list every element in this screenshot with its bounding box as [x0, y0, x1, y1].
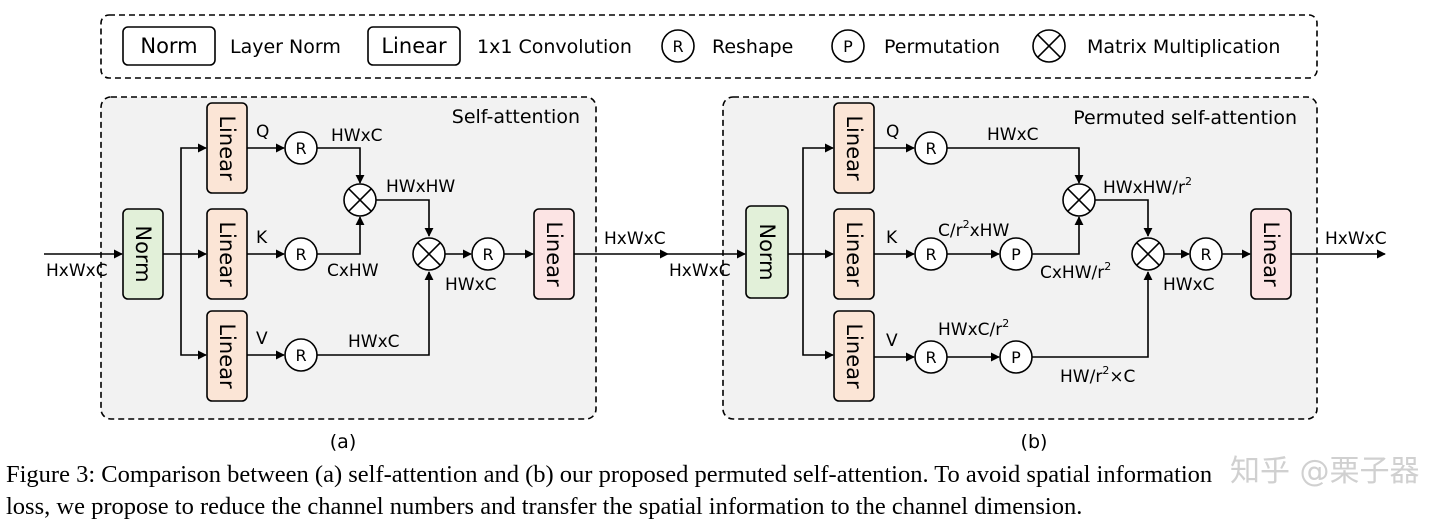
- panel-b-input-label: HxWxC: [669, 261, 731, 281]
- legend-reshape-desc: Reshape: [712, 36, 793, 58]
- panel-b-attn-shape: HWxHW/r2: [1103, 175, 1192, 198]
- panel-a-k-shape: CxHW: [327, 261, 379, 281]
- svg-text:R: R: [672, 37, 683, 56]
- panel-b-v-perm-shape: HW/r2×C: [1060, 364, 1135, 387]
- svg-text:Norm: Norm: [131, 225, 155, 282]
- panel-a-v-shape: HWxC: [348, 332, 400, 352]
- legend-permutation-icon: [831, 29, 865, 63]
- caption-line-2: loss, we propose to reduce the channel n…: [6, 493, 1083, 520]
- panel-b-q-shape: HWxC: [987, 125, 1039, 145]
- legend-linear-label: Linear: [381, 34, 447, 58]
- svg-text:Linear: Linear: [215, 323, 239, 389]
- legend-norm-label: Norm: [140, 34, 197, 58]
- svg-text:P: P: [1011, 348, 1021, 367]
- legend: Norm Layer Norm Linear 1x1 Convolution R…: [100, 14, 1318, 79]
- panel-b-matmul-qk: [1062, 183, 1096, 217]
- panel-a-k-label: K: [256, 228, 268, 248]
- panel-a-out-shape: HWxC: [445, 275, 497, 295]
- panel-b-sublabel: (b): [1021, 431, 1048, 453]
- legend-reshape-icon: [661, 29, 695, 63]
- panel-self-attention: Self-attention HxWxC Norm Linear Linear …: [44, 96, 669, 453]
- panel-b-title: Permuted self-attention: [1073, 107, 1297, 129]
- svg-text:Linear: Linear: [215, 221, 239, 287]
- panel-b-output-label: HxWxC: [1325, 229, 1387, 249]
- svg-text:R: R: [295, 139, 306, 158]
- panel-b-out-shape: HWxC: [1163, 275, 1215, 295]
- svg-text:Linear: Linear: [842, 221, 866, 287]
- panel-permuted-self-attention: Permuted self-attention HxWxC Norm Linea…: [668, 96, 1387, 453]
- svg-text:R: R: [482, 245, 493, 264]
- svg-text:Linear: Linear: [542, 221, 566, 287]
- svg-text:Norm: Norm: [755, 223, 779, 280]
- svg-text:P: P: [1011, 245, 1021, 264]
- svg-text:Linear: Linear: [215, 115, 239, 181]
- svg-text:P: P: [843, 37, 853, 56]
- panel-a-attn-shape: HWxHW: [386, 177, 455, 197]
- panel-a-input-label: HxWxC: [46, 261, 108, 281]
- panel-b-k-label: K: [886, 228, 898, 248]
- panel-a-matmul-qk: [343, 183, 377, 217]
- panel-a-matmul-av: [412, 237, 446, 271]
- panel-a-output-label: HxWxC: [604, 229, 666, 249]
- svg-text:Linear: Linear: [842, 115, 866, 181]
- panel-a-sublabel: (a): [330, 431, 356, 453]
- panel-b-k-perm-shape: CxHW/r2: [1040, 260, 1111, 283]
- panel-b-norm-box: [745, 205, 789, 299]
- legend-permutation-desc: Permutation: [884, 36, 1000, 58]
- panel-a-v-label: V: [256, 329, 268, 349]
- legend-matmul-desc: Matrix Multiplication: [1087, 36, 1280, 58]
- svg-text:R: R: [295, 245, 306, 264]
- svg-text:R: R: [925, 245, 936, 264]
- panel-b-k-shape: C/r2xHW: [938, 218, 1009, 241]
- panel-b-v-shape: HWxC/r2: [938, 317, 1009, 340]
- svg-text:R: R: [925, 139, 936, 158]
- svg-text:R: R: [295, 346, 306, 365]
- svg-text:Linear: Linear: [1259, 221, 1283, 287]
- panel-a-q-label: Q: [256, 122, 269, 142]
- panel-a-q-shape: HWxC: [331, 126, 383, 146]
- panel-b-q-label: Q: [886, 122, 899, 142]
- panel-a-title: Self-attention: [452, 106, 580, 128]
- legend-linear-box: [367, 26, 461, 66]
- legend-norm-box: [122, 26, 216, 66]
- legend-linear-desc: 1x1 Convolution: [477, 36, 632, 58]
- figure-caption: Figure 3: Comparison between (a) self-at…: [6, 459, 1436, 523]
- svg-text:R: R: [925, 348, 936, 367]
- panel-b-linear-v: [833, 310, 875, 402]
- watermark: 知乎 @栗子器: [1230, 454, 1420, 489]
- panel-a-linear-v: [206, 310, 248, 402]
- legend-matmul-icon: [1032, 29, 1066, 63]
- svg-text:R: R: [1200, 245, 1211, 264]
- panel-b-v-label: V: [886, 331, 898, 351]
- legend-norm-desc: Layer Norm: [230, 36, 341, 58]
- caption-line-1: Figure 3: Comparison between (a) self-at…: [6, 461, 1213, 488]
- svg-text:Linear: Linear: [842, 323, 866, 389]
- panel-b-matmul-av: [1131, 237, 1165, 271]
